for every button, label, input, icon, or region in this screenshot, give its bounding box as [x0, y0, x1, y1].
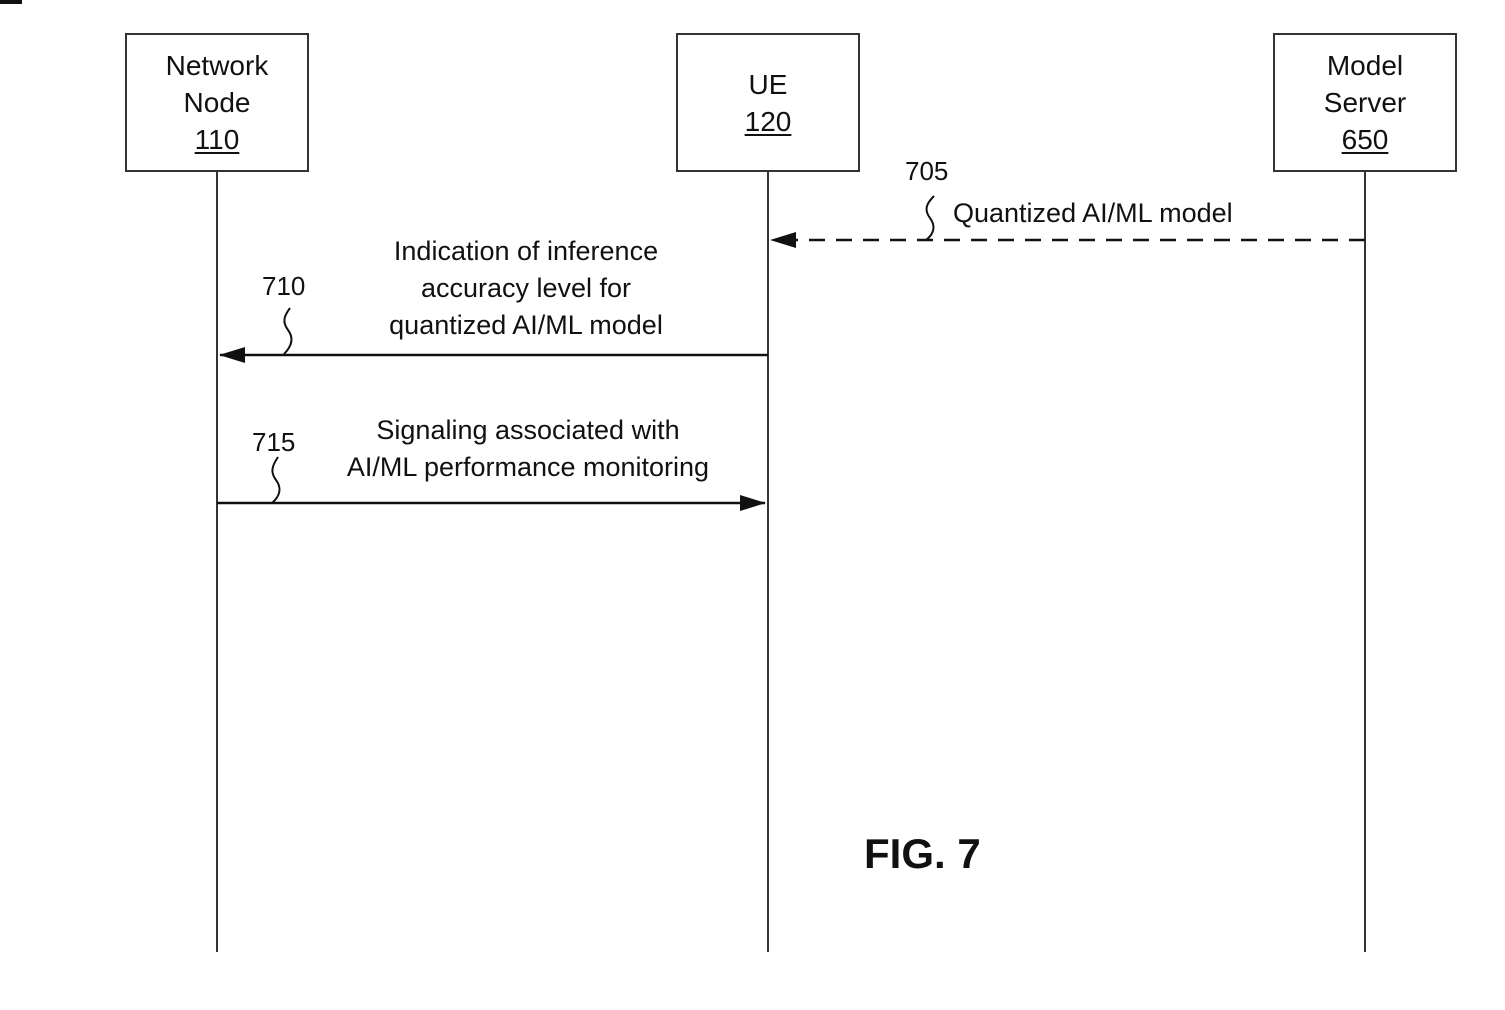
message-715-label-line1: Signaling associated with	[300, 412, 756, 449]
message-710-ref: 710	[262, 271, 305, 301]
leader-710	[284, 308, 291, 354]
message-715-label: Signaling associated with AI/ML performa…	[300, 412, 756, 486]
network-node-name-line1: Network	[166, 47, 269, 84]
message-715-label-line2: AI/ML performance monitoring	[300, 449, 756, 486]
network-node-box: Network Node 110	[125, 33, 309, 172]
message-715-ref: 715	[252, 427, 295, 457]
network-node-name-line2: Node	[184, 84, 251, 121]
ue-ref: 120	[745, 103, 792, 140]
message-710-label-line1: Indication of inference	[340, 233, 712, 270]
model-server-ref: 650	[1342, 121, 1389, 158]
message-710-label-line2: accuracy level for	[340, 270, 712, 307]
model-server-name-line2: Server	[1324, 84, 1406, 121]
figure-caption: FIG. 7	[864, 830, 981, 878]
leader-705	[926, 196, 934, 240]
ue-box: UE 120	[676, 33, 860, 172]
network-node-ref: 110	[195, 121, 240, 158]
ue-name: UE	[749, 66, 788, 103]
message-705-label: Quantized AI/ML model	[953, 195, 1233, 232]
message-705-ref: 705	[905, 156, 948, 186]
message-710-label: Indication of inference accuracy level f…	[340, 233, 712, 344]
model-server-name-line1: Model	[1327, 47, 1403, 84]
message-710-label-line3: quantized AI/ML model	[340, 307, 712, 344]
leader-715	[272, 457, 279, 503]
model-server-box: Model Server 650	[1273, 33, 1457, 172]
